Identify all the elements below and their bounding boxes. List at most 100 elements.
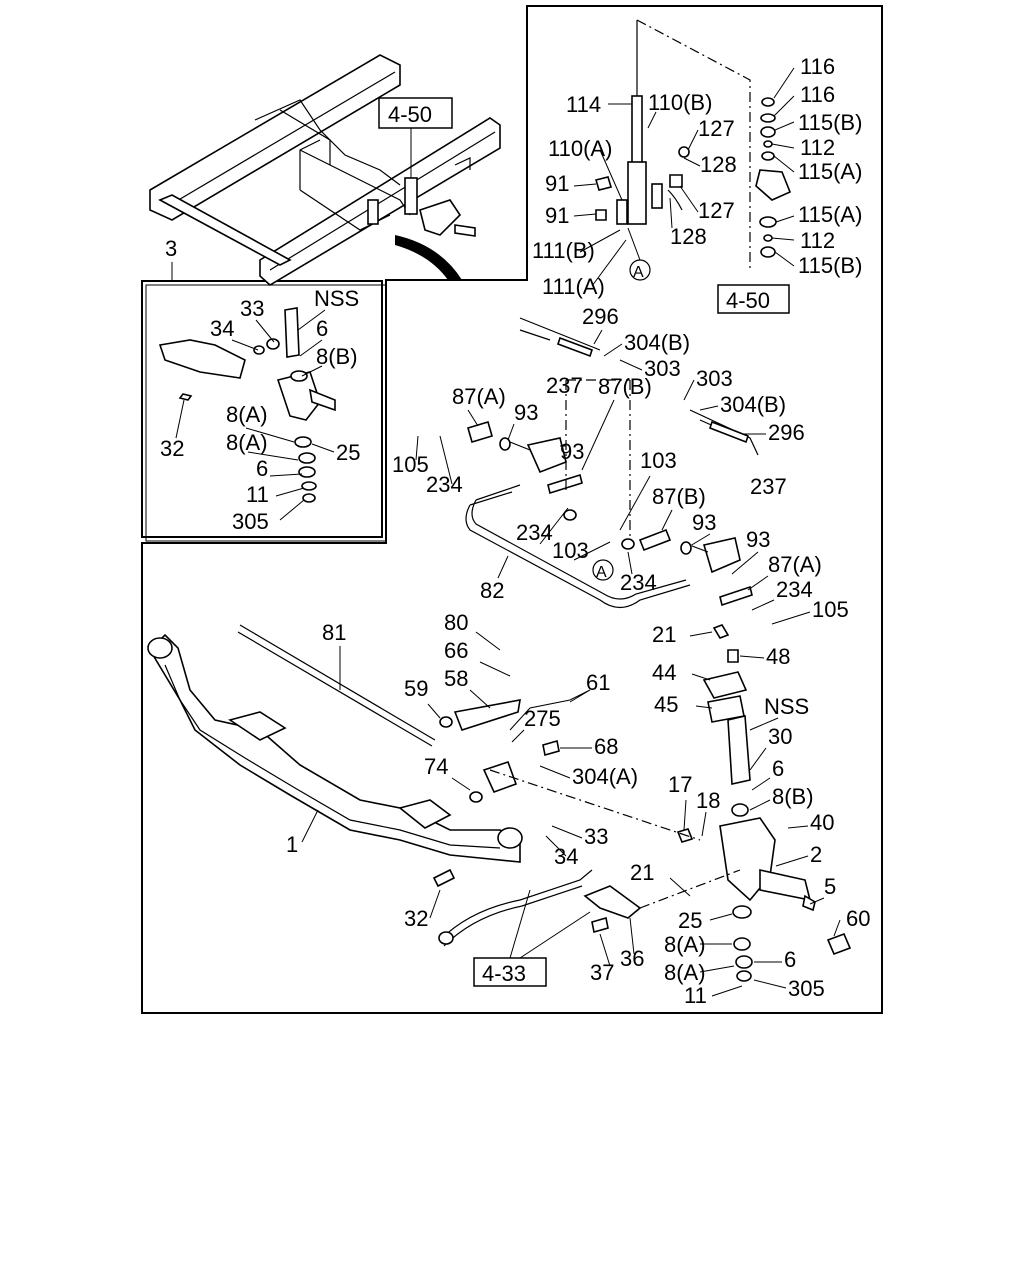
- label-303: 303: [696, 366, 733, 391]
- label-8b: 8(B): [772, 784, 814, 809]
- label-105: 105: [392, 452, 429, 477]
- label-32: 32: [160, 436, 184, 461]
- label-237: 237: [546, 373, 583, 398]
- marker-A-upper-label: A: [633, 264, 644, 281]
- label-33: 33: [584, 824, 608, 849]
- ref-4-50-overview-label: 4-50: [388, 102, 432, 127]
- label-105: 105: [812, 597, 849, 622]
- label-11: 11: [684, 983, 707, 1008]
- label-115b: 115(B): [798, 253, 862, 278]
- label-305: 305: [232, 509, 269, 534]
- label-304b: 304(B): [624, 330, 690, 355]
- label-37: 37: [590, 960, 614, 985]
- label-110b: 110(B): [648, 90, 712, 115]
- label-25: 25: [336, 440, 360, 465]
- label-18: 18: [696, 788, 720, 813]
- label-111a: 111(A): [542, 274, 605, 299]
- label-40: 40: [810, 810, 834, 835]
- label-81: 81: [322, 620, 346, 645]
- label-116: 116: [800, 54, 835, 79]
- label-45: 45: [654, 692, 678, 717]
- label-112: 112: [800, 228, 835, 253]
- part-labels: 116 116 115(B) 112 115(A) 115(A) 112 115…: [160, 54, 870, 1008]
- label-296: 296: [768, 420, 805, 445]
- stabilizer-drawing: [465, 317, 759, 609]
- marker-A-lower: A: [592, 559, 614, 581]
- label-82: 82: [480, 578, 504, 603]
- label-30: 30: [768, 724, 792, 749]
- label-87a: 87(A): [768, 552, 822, 577]
- label-60: 60: [846, 906, 870, 931]
- label-93: 93: [514, 400, 538, 425]
- label-44: 44: [652, 660, 676, 685]
- label-91: 91: [545, 171, 569, 196]
- frame-inset-3-shadow: [145, 284, 387, 542]
- label-nss: NSS: [314, 286, 359, 311]
- label-111b: 111(B): [532, 238, 595, 263]
- label-234: 234: [516, 520, 553, 545]
- label-59: 59: [404, 676, 428, 701]
- label-128: 128: [670, 224, 707, 249]
- label-6: 6: [784, 947, 796, 972]
- label-234: 234: [776, 577, 813, 602]
- label-25: 25: [678, 908, 702, 933]
- label-112: 112: [800, 135, 835, 160]
- label-3: 3: [165, 236, 177, 261]
- label-36: 36: [620, 946, 644, 971]
- label-8a: 8(A): [226, 402, 268, 427]
- label-17: 17: [668, 772, 692, 797]
- label-114: 114: [566, 92, 601, 117]
- label-110a: 110(A): [548, 136, 612, 161]
- label-87b: 87(B): [598, 374, 652, 399]
- label-103: 103: [552, 538, 589, 563]
- label-305: 305: [788, 976, 825, 1001]
- chassis-overview-drawing: [149, 54, 501, 286]
- ref-4-33-label: 4-33: [482, 961, 526, 986]
- label-234: 234: [620, 570, 657, 595]
- label-91: 91: [545, 203, 569, 228]
- label-275: 275: [524, 706, 561, 731]
- label-115a: 115(A): [798, 159, 862, 184]
- label-5: 5: [824, 874, 836, 899]
- label-127: 127: [698, 116, 735, 141]
- ref-4-50-shock-label: 4-50: [726, 288, 770, 313]
- frame-inset-3: [141, 280, 383, 538]
- label-8a: 8(A): [664, 960, 706, 985]
- label-87a: 87(A): [452, 384, 506, 409]
- label-237: 237: [750, 474, 787, 499]
- ref-box-4-50-shock: 4-50: [717, 284, 790, 314]
- axle-beam-drawing: [147, 624, 852, 982]
- label-127: 127: [698, 198, 735, 223]
- frame-upper-right: [141, 5, 883, 1014]
- label-6: 6: [256, 456, 268, 481]
- label-87b: 87(B): [652, 484, 706, 509]
- label-74: 74: [424, 754, 448, 779]
- label-115a: 115(A): [798, 202, 862, 227]
- label-58: 58: [444, 666, 468, 691]
- label-115b: 115(B): [798, 110, 862, 135]
- label-93: 93: [746, 527, 770, 552]
- label-303: 303: [644, 356, 681, 381]
- label-32: 32: [404, 906, 428, 931]
- label-6: 6: [316, 316, 328, 341]
- label-33: 33: [240, 296, 264, 321]
- inset-kingpin-drawing: [158, 307, 336, 503]
- label-68: 68: [594, 734, 618, 759]
- ref-box-4-50-overview: 4-50: [378, 97, 453, 178]
- ref-box-4-33: 4-33: [473, 889, 591, 987]
- label-21: 21: [630, 860, 654, 885]
- label-128: 128: [700, 152, 737, 177]
- label-61: 61: [586, 670, 610, 695]
- label-6: 6: [772, 756, 784, 781]
- label-48: 48: [766, 644, 790, 669]
- label-116: 116: [800, 82, 835, 107]
- shock-absorber-drawing: [594, 19, 792, 270]
- label-2: 2: [810, 842, 822, 867]
- label-66: 66: [444, 638, 468, 663]
- label-8a: 8(A): [664, 932, 706, 957]
- leader-lines: [175, 67, 841, 997]
- label-11: 11: [246, 482, 269, 507]
- marker-A-lower-label: A: [596, 564, 607, 581]
- label-93: 93: [692, 510, 716, 535]
